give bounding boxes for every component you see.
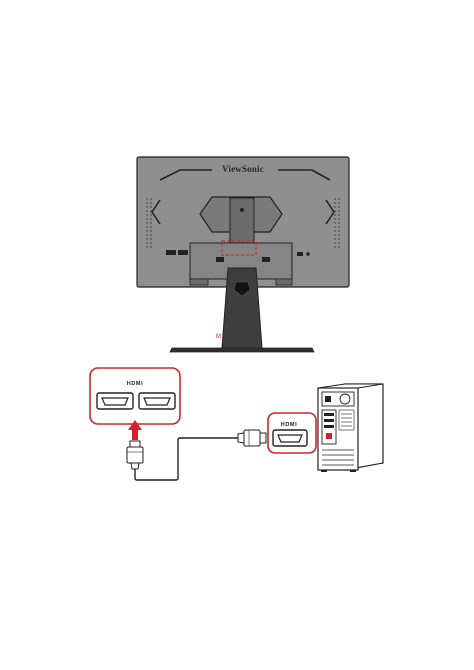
base-tab-right bbox=[275, 278, 293, 286]
hdmi-port-icon bbox=[272, 429, 308, 447]
cable-connector-a-body bbox=[126, 446, 144, 464]
hdmi-port-icon bbox=[96, 392, 134, 410]
monitor-rear-view: ViewSonic bbox=[136, 156, 350, 353]
io-port-3 bbox=[297, 252, 303, 256]
cable-management-hole bbox=[233, 281, 251, 297]
stand-column bbox=[221, 267, 263, 349]
monitor-hdmi-callout: HDMI bbox=[89, 367, 181, 425]
cable-connector-b-plug bbox=[259, 432, 267, 444]
stand-base bbox=[169, 347, 315, 353]
io-port-4 bbox=[216, 257, 224, 262]
cable-connector-a-plug bbox=[129, 440, 141, 448]
monitor-port-label: HDMI bbox=[127, 381, 143, 387]
cable-wire bbox=[134, 437, 238, 481]
left-vent bbox=[146, 198, 152, 250]
monitor-brand: ViewSonic bbox=[222, 164, 264, 174]
power-port bbox=[306, 252, 310, 256]
cable-connector-b-strain bbox=[237, 432, 245, 444]
right-vent bbox=[334, 198, 340, 250]
left-chevron-icon bbox=[151, 199, 161, 225]
base-tab-left bbox=[189, 278, 209, 286]
io-port-1 bbox=[166, 250, 176, 255]
pc-hdmi-callout: HDMI bbox=[267, 412, 317, 454]
tower-rear-fan bbox=[338, 409, 355, 431]
right-chevron-icon bbox=[325, 199, 335, 225]
io-port-2 bbox=[178, 250, 188, 255]
tower-psu-fan bbox=[339, 393, 351, 405]
red-up-arrow bbox=[128, 420, 142, 440]
release-button bbox=[240, 208, 244, 212]
cable-connector-b-body bbox=[243, 429, 261, 447]
desktop-tower-icon bbox=[317, 383, 384, 472]
tower-expansion-slots bbox=[322, 449, 354, 466]
port-highlight bbox=[221, 240, 257, 256]
tower-psu bbox=[321, 391, 355, 407]
io-port-5 bbox=[262, 257, 270, 262]
pc-port-label: HDMI bbox=[281, 422, 297, 428]
stand-label: M bbox=[216, 334, 221, 340]
monitor-top-trim bbox=[159, 169, 331, 181]
cable-connector-a-strain bbox=[130, 462, 140, 470]
hdmi-port-icon bbox=[138, 392, 176, 410]
hdmi-cable-icon bbox=[126, 429, 267, 481]
